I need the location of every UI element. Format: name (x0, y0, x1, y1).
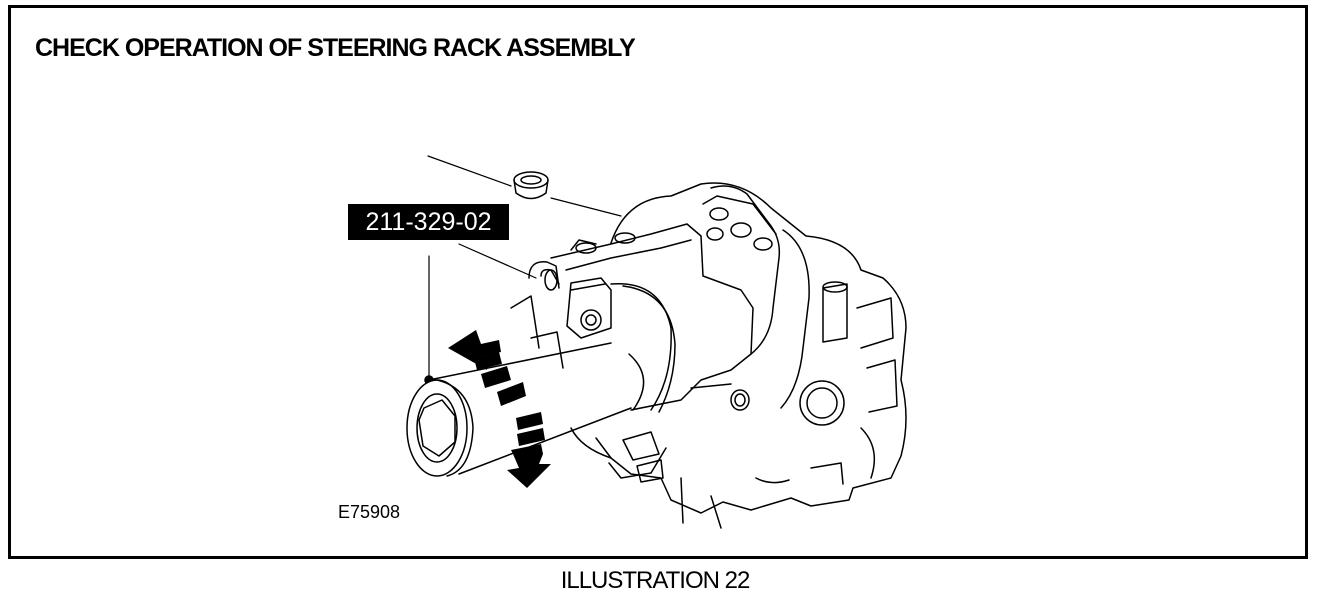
tool-number-label: 211-329-02 (348, 204, 509, 240)
figure-id: E75908 (338, 502, 401, 522)
steering-rack-drawing (406, 155, 907, 529)
steering-rack-housing-icon (570, 182, 907, 529)
illustration-frame: CHECK OPERATION OF STEERING RACK ASSEMBL… (8, 5, 1308, 559)
illustration-caption: ILLUSTRATION 22 (560, 567, 751, 594)
leader-lines (424, 155, 622, 385)
rack-tube (510, 223, 754, 413)
page-title: CHECK OPERATION OF STEERING RACK ASSEMBL… (35, 34, 636, 62)
rotation-arrow-icon (448, 330, 551, 488)
special-tool-socket-icon (406, 342, 645, 477)
seal-icon (513, 171, 549, 200)
